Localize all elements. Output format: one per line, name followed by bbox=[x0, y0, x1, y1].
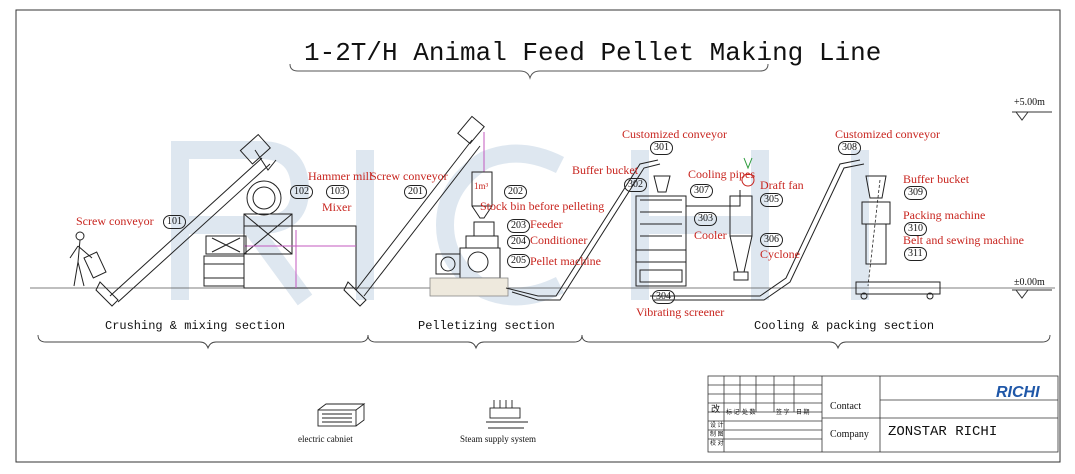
label-draft-fan: Draft fan bbox=[760, 178, 804, 192]
tb-row-design: 设 计 bbox=[710, 423, 724, 429]
revision-mark: 改 bbox=[711, 404, 721, 414]
label-screw-conveyor-201: Screw conveyor bbox=[370, 169, 448, 183]
screw-conveyor-101-drawing bbox=[95, 133, 277, 307]
section-brace-1 bbox=[37, 334, 369, 350]
bubble-309: 309 bbox=[904, 186, 927, 200]
tb-col-1: 标 记 bbox=[726, 410, 740, 416]
cyclone-drawing bbox=[729, 195, 753, 281]
title-block-grid bbox=[707, 375, 1059, 453]
foundation-block bbox=[429, 277, 509, 297]
label-packing-machine: Packing machine bbox=[903, 208, 986, 222]
section-cooling-packing: Cooling & packing section bbox=[754, 319, 935, 333]
label-cooler: Cooler bbox=[694, 228, 727, 242]
packing-machine-drawing bbox=[855, 175, 941, 300]
bubble-203: 203 bbox=[507, 219, 530, 233]
label-cooling-pipes: Cooling pipes bbox=[688, 167, 756, 181]
label-buffer-bucket-302: Buffer bucket bbox=[572, 163, 639, 177]
pellet-machine-drawing bbox=[435, 221, 501, 279]
bubble-310: 310 bbox=[904, 222, 927, 236]
label-belt-sewing: Belt and sewing machine bbox=[903, 233, 1024, 247]
bubble-307: 307 bbox=[690, 184, 713, 198]
bag-outline bbox=[867, 179, 881, 287]
section-brace-3 bbox=[581, 334, 1051, 350]
label-pellet-machine: Pellet machine bbox=[530, 254, 601, 268]
worker-figure bbox=[69, 231, 107, 287]
bubble-304: 304 bbox=[652, 290, 675, 304]
bubble-204: 204 bbox=[507, 235, 530, 249]
steam-supply-symbol bbox=[486, 400, 528, 429]
elevation-ground-label: ±0.00m bbox=[1014, 277, 1045, 288]
label-stock-bin: Stock bin before pelleting bbox=[480, 199, 605, 213]
label-cyclone: Cyclone bbox=[760, 247, 800, 261]
label-mixer: Mixer bbox=[322, 200, 352, 214]
cooling-pipes-drawing bbox=[686, 157, 755, 207]
tb-col-3: 签 字 bbox=[776, 410, 790, 416]
elevation-top-label: +5.00m bbox=[1014, 97, 1045, 108]
conveyor-301-path bbox=[505, 159, 659, 297]
bubble-101: 101 bbox=[163, 215, 186, 229]
legend-electric-cabinet: electric cabniet bbox=[298, 434, 353, 444]
stock-bin-drawing bbox=[471, 171, 493, 219]
bubble-301: 301 bbox=[650, 141, 673, 155]
bubble-305: 305 bbox=[760, 193, 783, 207]
conveyor-304-path bbox=[650, 159, 861, 297]
bubble-303: 303 bbox=[694, 212, 717, 226]
screw-conveyor-201-drawing bbox=[343, 115, 485, 307]
tb-col-2: 处 数 bbox=[742, 410, 756, 416]
label-feeder: Feeder bbox=[530, 217, 563, 231]
elevation-top-marker bbox=[1012, 111, 1052, 121]
legend-steam-supply: Steam supply system bbox=[460, 434, 536, 444]
elevation-ground-marker bbox=[1012, 289, 1052, 299]
label-vibrating-screener: Vibrating screener bbox=[636, 305, 725, 319]
label-buffer-bucket-309: Buffer bucket bbox=[903, 172, 970, 186]
section-crushing-mixing: Crushing & mixing section bbox=[105, 319, 286, 333]
section-pelletizing: Pelletizing section bbox=[418, 319, 555, 333]
outer-frame bbox=[15, 9, 1061, 463]
bubble-205: 205 bbox=[507, 254, 530, 268]
label-customized-conveyor-308: Customized conveyor bbox=[835, 127, 940, 141]
section-brace-2 bbox=[367, 334, 583, 350]
richi-logo: RICHI bbox=[996, 384, 1040, 401]
electric-cabinet-symbol bbox=[317, 403, 366, 427]
bubble-306: 306 bbox=[760, 233, 783, 247]
tb-row-drawing: 制 图 bbox=[710, 432, 724, 438]
bubble-308: 308 bbox=[838, 141, 861, 155]
label-conditioner: Conditioner bbox=[530, 233, 588, 247]
tb-col-4: 日 期 bbox=[796, 410, 810, 416]
title-brace bbox=[289, 63, 769, 80]
label-bin-volume: 1m³ bbox=[474, 181, 489, 191]
tb-contact-label: Contact bbox=[830, 401, 862, 412]
label-hammer-mill: Hammer mill bbox=[308, 169, 373, 183]
label-customized-conveyor-301: Customized conveyor bbox=[622, 127, 727, 141]
bubble-202: 202 bbox=[504, 185, 527, 199]
bubble-102: 102 bbox=[290, 185, 313, 199]
bubble-302: 302 bbox=[624, 178, 647, 192]
label-screw-conveyor-101: Screw conveyor bbox=[76, 214, 154, 228]
page-title: 1-2T/H Animal Feed Pellet Making Line bbox=[304, 38, 882, 68]
bubble-103: 103 bbox=[326, 185, 349, 199]
tb-company-label: Company bbox=[830, 429, 869, 440]
bubble-311: 311 bbox=[904, 247, 927, 261]
tb-row-check: 校 对 bbox=[710, 441, 724, 447]
tb-company-value: ZONSTAR RICHI bbox=[888, 424, 998, 440]
cooler-drawing bbox=[635, 175, 687, 287]
mixer-drawing bbox=[203, 225, 357, 289]
bubble-201: 201 bbox=[404, 185, 427, 199]
